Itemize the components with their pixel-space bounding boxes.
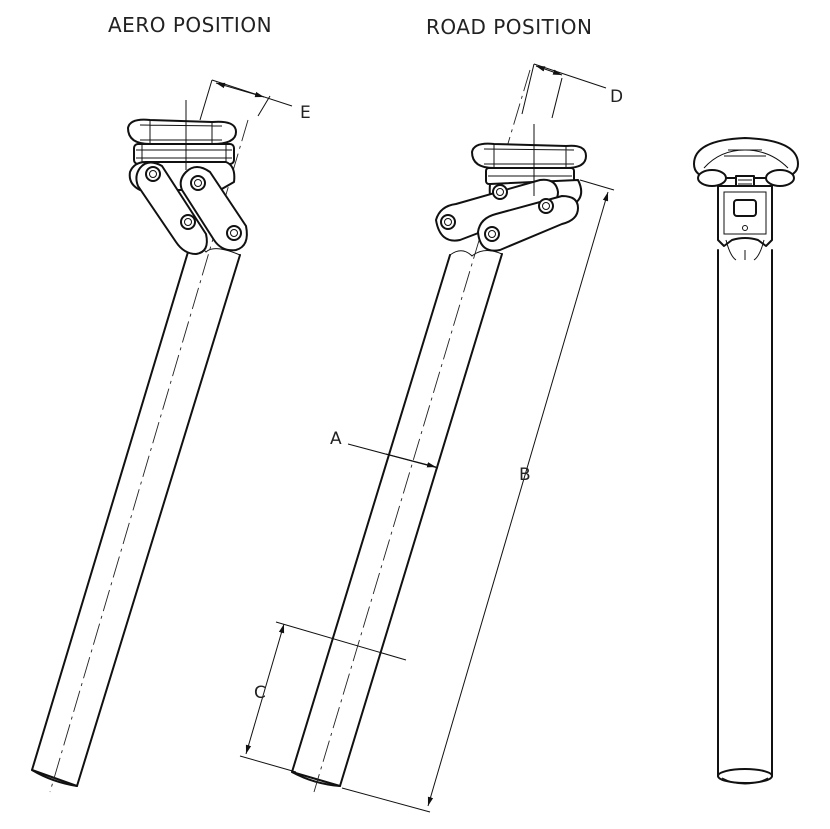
dimension-e-label: E <box>300 103 311 123</box>
road-clamp-head <box>435 124 587 252</box>
dimension-d: D <box>521 63 623 119</box>
aero-position-title: AERO POSITION <box>108 13 272 37</box>
dimension-e: E <box>199 79 311 123</box>
aero-view: E <box>31 79 311 793</box>
aero-clamp-head <box>127 100 248 255</box>
dimension-b-label: B <box>519 465 531 485</box>
road-post-tube <box>291 253 503 787</box>
front-post-tube <box>717 249 773 777</box>
front-clamp-head <box>693 137 799 261</box>
dimension-c-label: C <box>254 683 266 703</box>
dimension-b: B <box>341 179 615 813</box>
dimension-a-label: A <box>330 429 342 449</box>
dimension-a: A <box>330 429 439 469</box>
road-position-title: ROAD POSITION <box>426 15 592 39</box>
road-view: D A B C <box>239 63 623 813</box>
aero-post-tube <box>31 251 241 787</box>
dimension-c: C <box>239 621 407 773</box>
dimension-d-label: D <box>610 87 623 107</box>
front-view <box>693 137 799 785</box>
